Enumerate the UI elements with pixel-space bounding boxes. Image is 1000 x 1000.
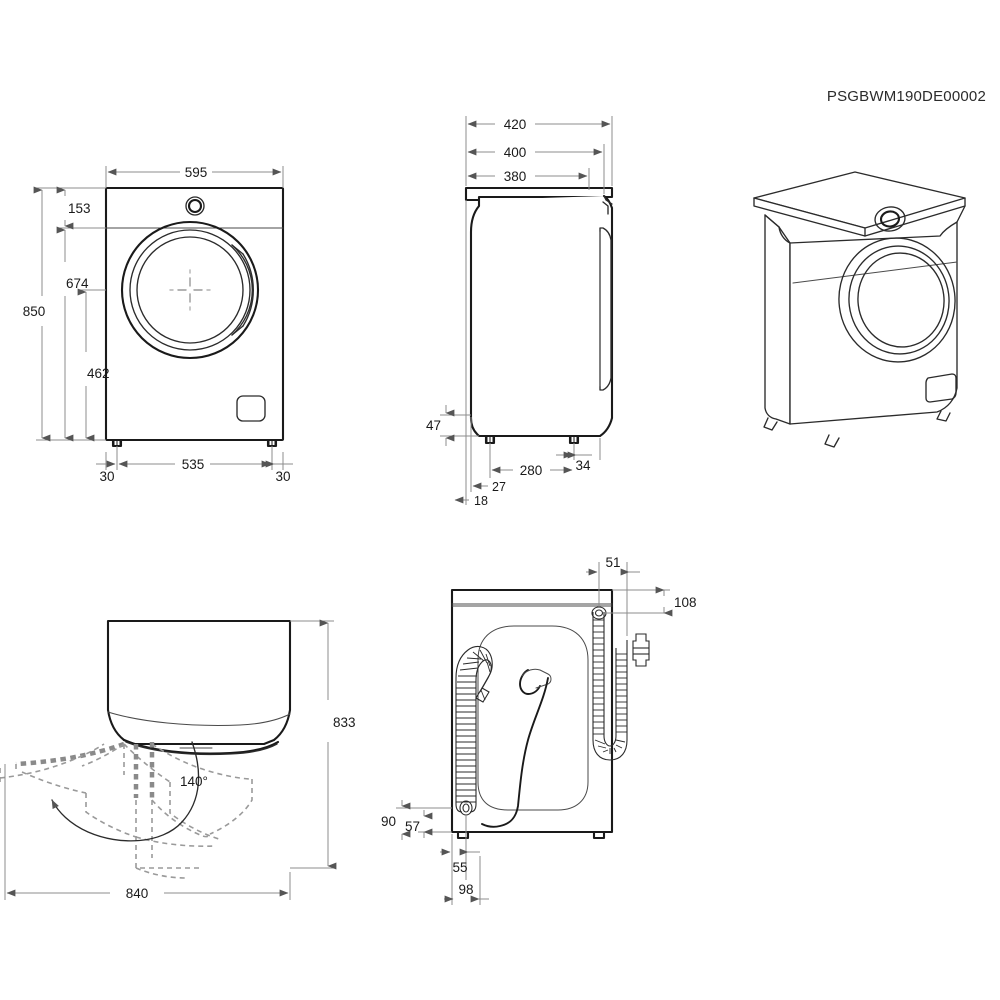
dim-front-panel-top: 674: [66, 276, 89, 291]
dim-plan-depth: 833: [333, 715, 356, 730]
dim-side-foot-front-2: 27: [492, 480, 506, 494]
drawing-code-label: PSGBWM190DE00002: [826, 88, 986, 105]
rear-elevation-view: 51 108 90 57 55 98: [381, 555, 697, 905]
front-elevation-view: 595 850 153 674 462 30 535 30: [23, 165, 293, 484]
power-cord: [481, 668, 552, 828]
dim-rear-clear-width: 98: [458, 882, 473, 897]
dim-side-foot-span: 280: [520, 463, 543, 478]
dim-front-height: 850: [23, 304, 46, 319]
dim-front-foot-right: 30: [275, 469, 290, 484]
dim-side-depth-body: 400: [504, 145, 527, 160]
dim-rear-inlet-offset: 51: [605, 555, 620, 570]
dim-front-door-centre: 462: [87, 366, 110, 381]
door-swing-plan-view: 140° 833 840: [0, 619, 356, 901]
dim-side-foot-front: 18: [474, 494, 488, 508]
dim-rear-drain-offset: 55: [452, 860, 467, 875]
dim-front-foot-left: 30: [99, 469, 114, 484]
dim-side-foot-rear: 34: [575, 458, 591, 473]
dim-rear-inlet-height: 108: [674, 595, 697, 610]
dim-front-width: 595: [185, 165, 208, 180]
dim-front-panel-height: 153: [68, 201, 91, 216]
dim-side-plinth: 47: [426, 418, 441, 433]
dim-side-depth-top: 380: [504, 169, 527, 184]
dim-plan-width: 840: [126, 886, 149, 901]
dim-rear-drain-height-a: 90: [381, 814, 396, 829]
side-elevation-view: 420 400 380 47 34 280 27 18: [426, 116, 614, 508]
dim-rear-drain-height-b: 57: [405, 819, 420, 834]
isometric-view: [753, 171, 966, 448]
dim-side-depth-overall: 420: [504, 117, 527, 132]
dim-door-open-angle: 140°: [180, 774, 208, 789]
dim-front-foot-span: 535: [182, 457, 205, 472]
drain-hose: [455, 645, 493, 816]
